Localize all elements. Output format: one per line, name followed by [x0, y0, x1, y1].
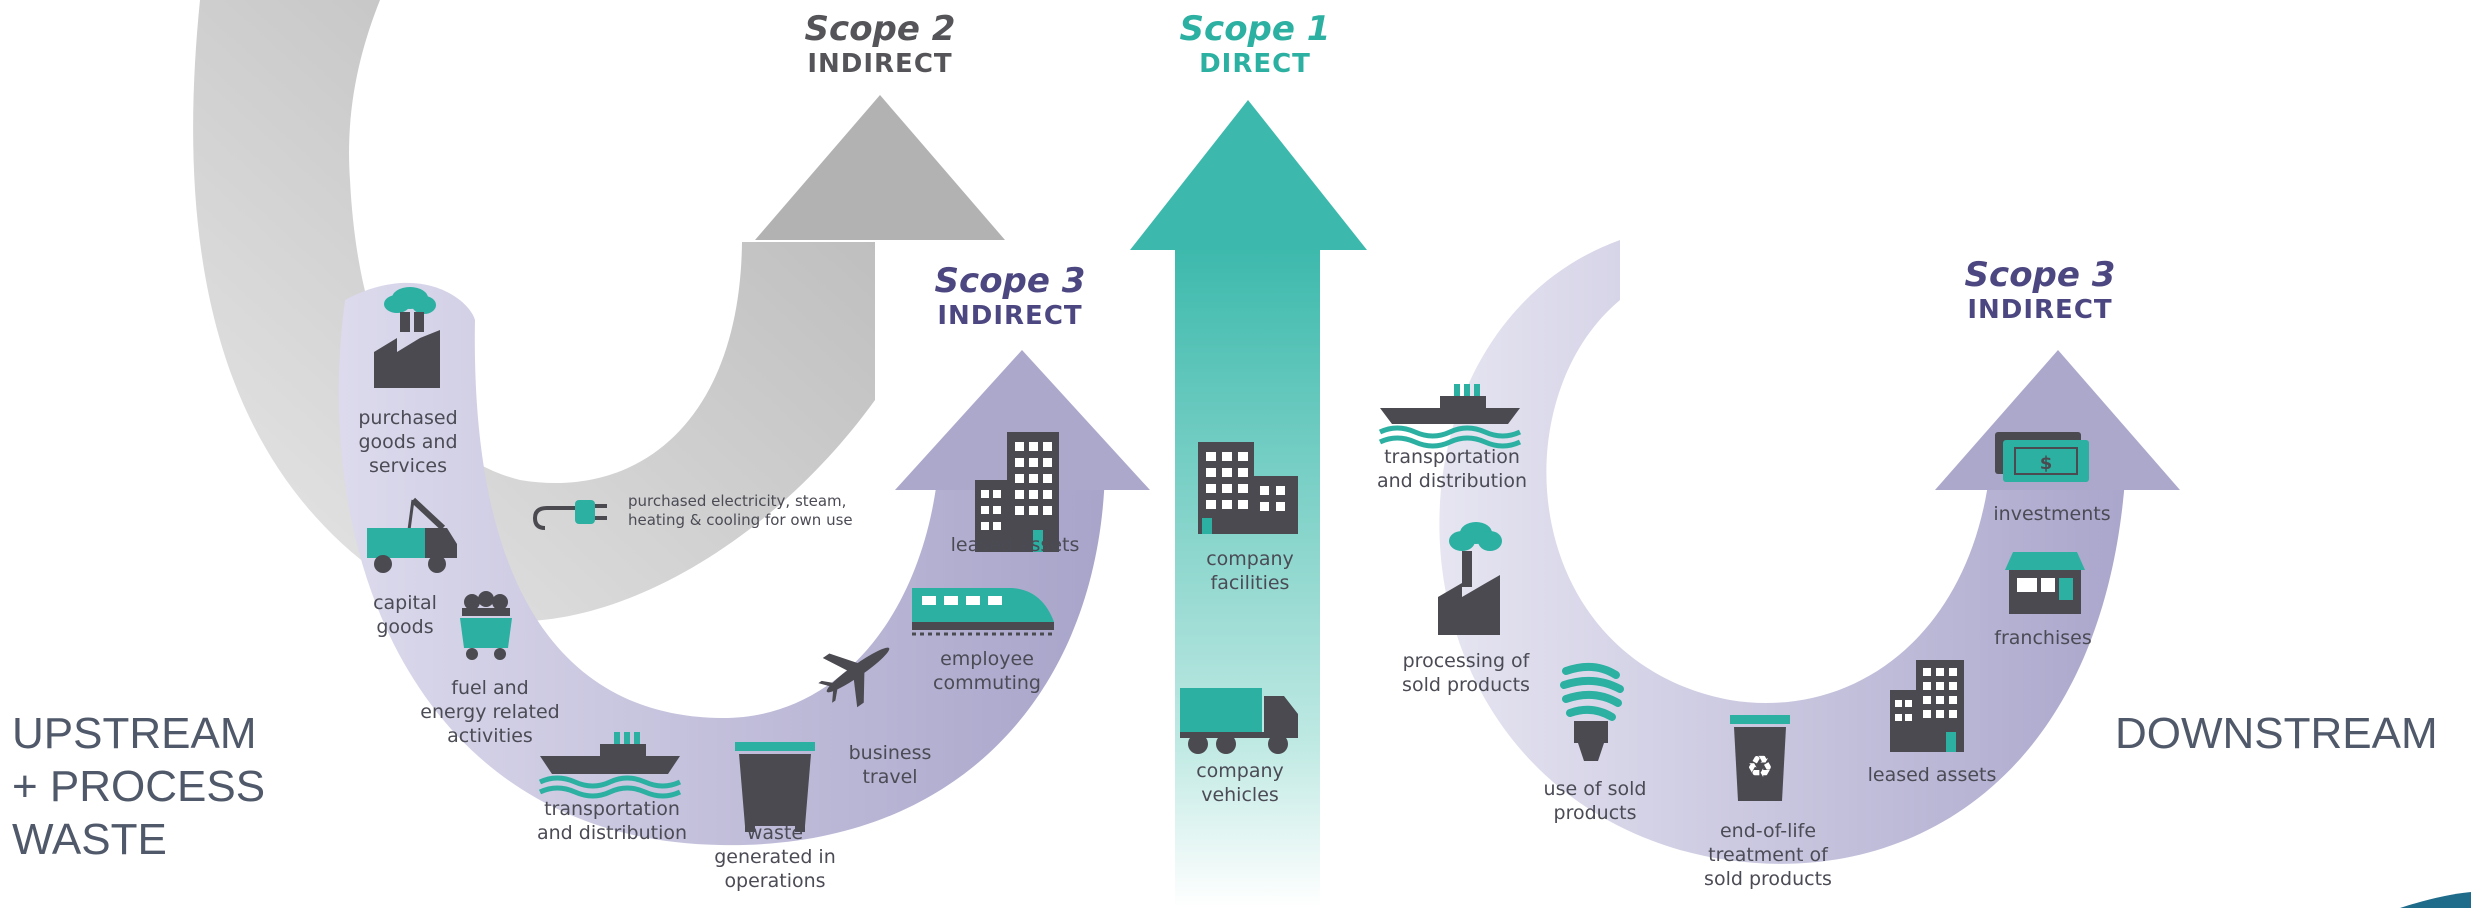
delivery-truck-icon [1180, 688, 1298, 754]
label-transport-downstream: transportation and distribution [1376, 446, 1528, 492]
scope2-heading: Scope 2 INDIRECT [804, 9, 956, 80]
label-leased-assets-downstream: leased assets [1867, 764, 1997, 786]
ship-icon [538, 732, 682, 799]
label-investments: investments [1993, 503, 2111, 525]
corner-accent [2400, 892, 2471, 908]
label-leased-assets-upstream: leased assets [950, 534, 1080, 556]
scope3-upstream-arrow [338, 282, 1150, 846]
office-building-icon [1890, 660, 1964, 752]
upstream-label: UPSTREAM + PROCESS WASTE [12, 709, 266, 864]
scope1-title: Scope 1 [1179, 9, 1331, 49]
label-purchased-electricity: purchased electricity, steam, heating & … [628, 492, 853, 529]
downstream-label: DOWNSTREAM [2115, 709, 2438, 758]
label-business-travel: business travel [848, 742, 932, 788]
svg-text:$: $ [2040, 453, 2053, 474]
scope3-upstream-title: Scope 3 [934, 261, 1086, 301]
scope3-upstream-subtitle: INDIRECT [937, 301, 1083, 332]
train-icon [912, 588, 1054, 636]
scope1-arrow [1130, 100, 1367, 908]
power-plug-icon [532, 500, 607, 530]
airplane-icon [818, 647, 890, 708]
label-employee-commuting: employee commuting [933, 648, 1041, 694]
recycle-bin-icon: ♻ [1730, 715, 1790, 801]
label-fuel-energy: fuel and energy related activities [420, 677, 560, 747]
label-end-of-life: end-of-life treatment of sold products [1704, 820, 1832, 890]
dumpster-icon [735, 742, 815, 832]
label-capital-goods: capital goods [373, 592, 437, 638]
office-building-icon [975, 432, 1059, 552]
label-franchises: franchises [1994, 627, 2092, 649]
light-bulb-icon [1560, 662, 1624, 761]
label-company-vehicles: company vehicles [1196, 760, 1284, 806]
money-icon: $ [1995, 432, 2089, 482]
scope2-title: Scope 2 [804, 9, 956, 49]
label-transport-upstream: transportation and distribution [536, 798, 688, 844]
scope3-upstream-heading: Scope 3 INDIRECT [934, 261, 1086, 332]
scope2-arrow [193, 0, 1005, 622]
scope3-downstream-arrow [1439, 240, 2180, 864]
label-waste: waste generated in operations [714, 822, 836, 892]
scope3-downstream-subtitle: INDIRECT [1967, 295, 2113, 326]
scope3-downstream-heading: Scope 3 INDIRECT [1964, 255, 2116, 326]
svg-text:♻: ♻ [1747, 750, 1774, 785]
ship-icon [1378, 384, 1522, 449]
scope1-subtitle: DIRECT [1199, 49, 1311, 80]
label-purchased-goods: purchased goods and services [358, 407, 458, 477]
scope2-subtitle: INDIRECT [807, 49, 953, 80]
scope1-heading: Scope 1 DIRECT [1179, 9, 1331, 80]
storefront-icon [2005, 552, 2085, 614]
label-company-facilities: company facilities [1206, 548, 1294, 594]
mine-cart-icon [460, 591, 512, 660]
factory-icon [374, 287, 440, 388]
label-processing: processing of sold products [1402, 650, 1530, 696]
factory-icon [1438, 522, 1502, 635]
scope3-downstream-title: Scope 3 [1964, 255, 2116, 295]
office-building-icon [1198, 442, 1298, 534]
label-use-of-sold: use of sold products [1543, 778, 1647, 824]
crane-truck-icon [367, 497, 457, 573]
